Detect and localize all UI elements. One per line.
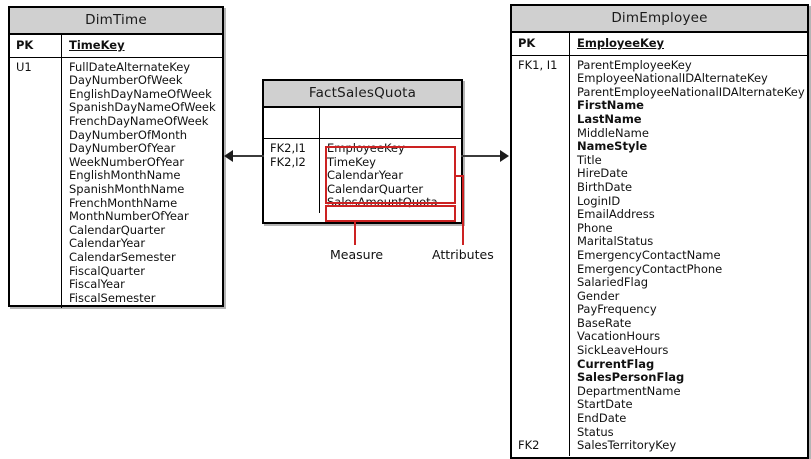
field-name: CalendarQuarter [327, 181, 424, 196]
field-name: EmailAddress [577, 207, 655, 222]
dim-employee-pk-field: EmployeeKey [577, 36, 665, 50]
field-name: Phone [577, 220, 613, 235]
relationship-line-time [233, 155, 264, 157]
key-indicator: FK1, I1 [518, 57, 558, 72]
key-indicator: FK2 [518, 438, 540, 453]
field-name: CalendarYear [327, 168, 404, 183]
measure-field-name: SalesAmountQuota [327, 195, 438, 210]
field-name: VacationHours [577, 329, 661, 344]
entity-title-dim-employee: DimEmployee [512, 6, 807, 33]
fact-quota-pk-field [320, 108, 461, 138]
field-name: StartDate [577, 397, 633, 412]
entity-dim-time[interactable]: DimTime PK TimeKey U1 FullDateAlternateK… [8, 6, 224, 309]
field-name: CurrentFlag [577, 356, 655, 371]
fact-quota-pk-label [264, 108, 320, 138]
field-name: ParentEmployeeKey [577, 57, 692, 72]
field-name: MiddleName [577, 125, 649, 140]
attributes-leader-stub [456, 175, 464, 177]
field-name: LoginID [577, 193, 621, 208]
field-name: Title [577, 152, 602, 167]
field-name: FullDateAlternateKey [69, 59, 191, 74]
fact-quota-pk-row [264, 108, 461, 139]
measure-callout-label: Measure [330, 247, 384, 262]
field-name: EmergencyContactPhone [577, 261, 723, 276]
entity-title-fact-sales-quota: FactSalesQuota [264, 81, 461, 108]
field-name: EmployeeKey [327, 141, 405, 155]
dim-time-pk-label: PK [10, 35, 62, 57]
field-name: SpanishMonthName [69, 181, 185, 196]
field-name: EnglishDayNameOfWeek [69, 86, 212, 101]
dim-employee-pk-label: PK [512, 33, 570, 55]
key-indicator: FK2,I1 [270, 141, 306, 155]
dim-employee-pk-row: PK EmployeeKey [512, 33, 807, 56]
field-name: FiscalQuarter [69, 263, 145, 278]
field-name: DayNumberOfMonth [69, 127, 188, 142]
field-name: SalesPersonFlag [577, 370, 685, 385]
field-name: LastName [577, 111, 642, 126]
entity-title-dim-time: DimTime [10, 8, 222, 35]
dim-time-pk-field: TimeKey [69, 38, 125, 52]
attributes-callout-label: Attributes [432, 247, 494, 262]
field-name: TimeKey [327, 154, 376, 169]
field-name: FirstName [577, 98, 644, 113]
field-name: ParentEmployeeNationalIDAlternateKey [577, 84, 805, 99]
key-indicator: FK2,I2 [270, 154, 306, 169]
field-name: WeekNumberOfYear [69, 154, 185, 169]
field-name: EnglishMonthName [69, 168, 181, 183]
field-name: FrenchMonthName [69, 195, 178, 210]
field-name: CalendarYear [69, 236, 146, 251]
field-name: HireDate [577, 166, 628, 181]
field-name: DepartmentName [577, 383, 681, 398]
field-name: NameStyle [577, 139, 648, 154]
dim-time-key-column: U1 [10, 57, 62, 309]
field-name: SalesTerritoryKey [577, 438, 677, 453]
field-name: CalendarQuarter [69, 222, 166, 237]
field-name: EmployeeNationalIDAlternateKey [577, 71, 768, 86]
field-name: BaseRate [577, 315, 632, 330]
dim-employee-key-column: FK1, I1 FK2 [512, 55, 570, 456]
field-name: BirthDate [577, 179, 633, 194]
measure-leader-line [354, 222, 356, 245]
field-name: DayNumberOfWeek [69, 73, 183, 88]
field-name: DayNumberOfYear [69, 141, 176, 156]
field-name: EmergencyContactName [577, 247, 721, 262]
key-indicator: U1 [16, 59, 32, 74]
field-name: CalendarSemester [69, 249, 176, 264]
field-name: PayFrequency [577, 302, 657, 317]
field-name: Status [577, 424, 614, 439]
spacer [518, 72, 569, 439]
field-name: SpanishDayNameOfWeek [69, 100, 216, 115]
field-name: MonthNumberOfYear [69, 209, 189, 224]
field-name: MaritalStatus [577, 234, 654, 249]
dim-time-pk-row: PK TimeKey [10, 35, 222, 58]
field-name: FrenchDayNameOfWeek [69, 113, 209, 128]
field-name: FiscalSemester [69, 290, 156, 305]
field-name: SickLeaveHours [577, 343, 669, 358]
relationship-line-employee [461, 155, 501, 157]
field-name: SalariedFlag [577, 275, 649, 290]
relationship-arrow-employee [500, 150, 509, 162]
entity-dim-employee[interactable]: DimEmployee PK EmployeeKey FK1, I1 FK2 Pa… [510, 4, 809, 459]
attributes-leader-line [462, 175, 464, 245]
field-name: Gender [577, 288, 620, 303]
relationship-arrow-time [224, 150, 233, 162]
field-name: FiscalYear [69, 277, 125, 292]
field-name: EndDate [577, 411, 627, 426]
